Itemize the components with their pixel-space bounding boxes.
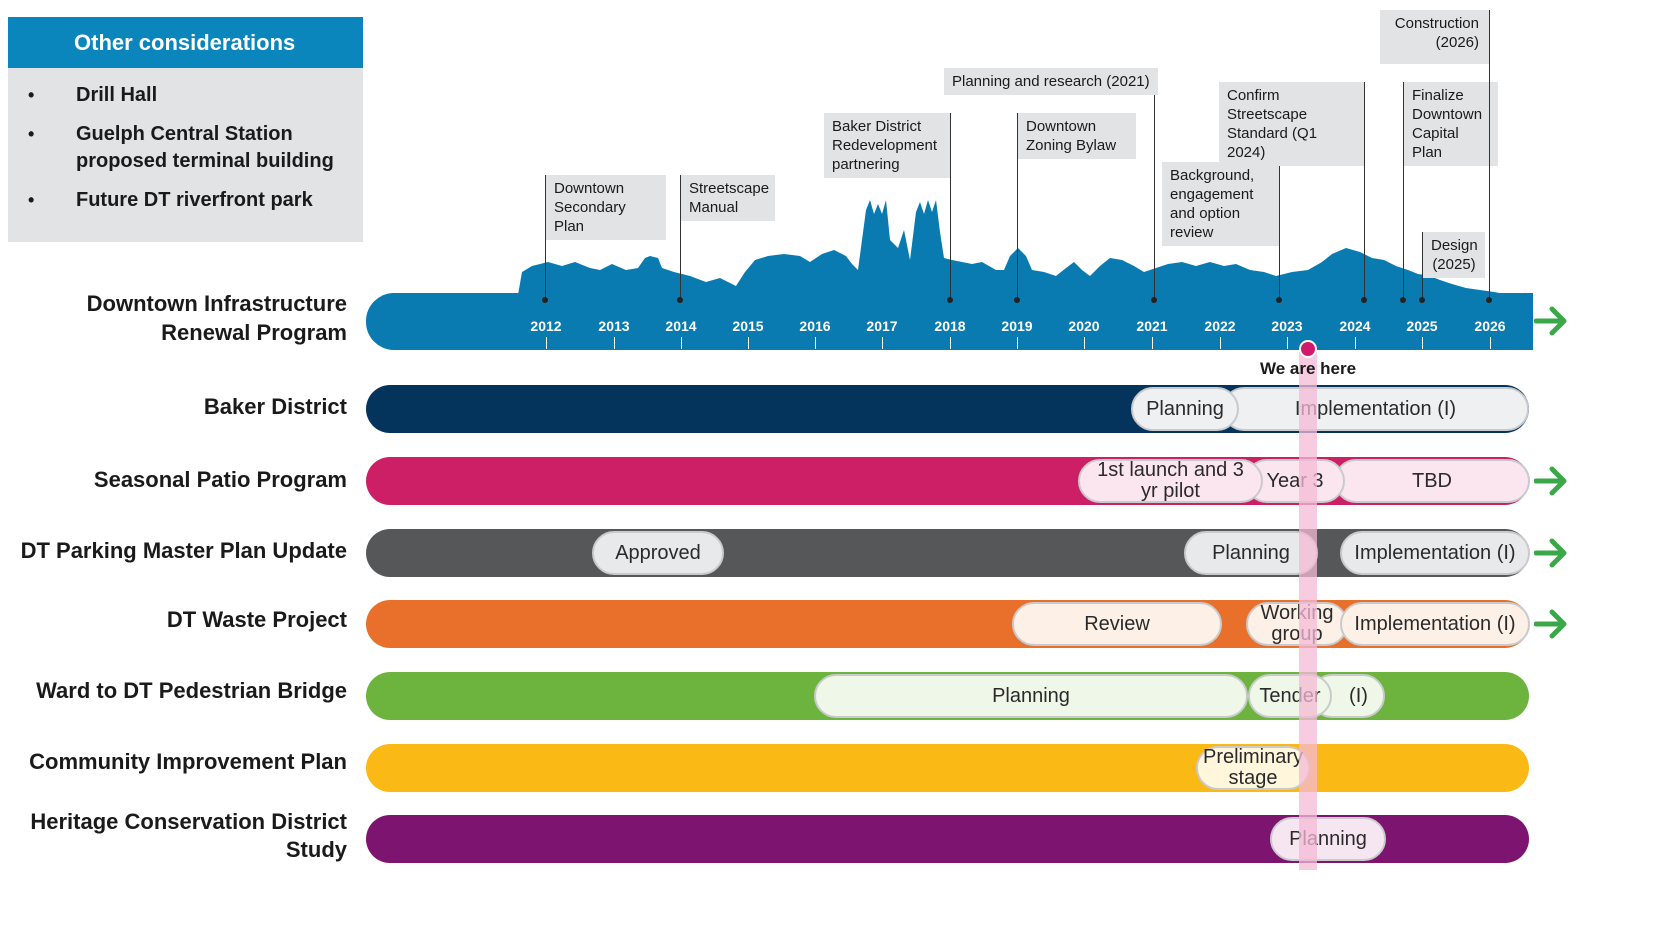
milestone-label: Streetscape Manual xyxy=(681,175,775,221)
year-tick xyxy=(681,337,682,349)
year-label: 2024 xyxy=(1339,318,1371,334)
row-label-heritage-district: Heritage Conservation District Study xyxy=(30,809,347,862)
milestone-line xyxy=(1017,113,1018,299)
row-label-seasonal-patio: Seasonal Patio Program xyxy=(93,467,347,492)
timeline-label: Downtown Infrastructure Renewal Program xyxy=(86,291,347,345)
milestone-label: Finalize Downtown Capital Plan xyxy=(1404,82,1498,166)
year-label: 2014 xyxy=(665,318,697,334)
we-are-here-label: We are here xyxy=(1259,359,1357,378)
year-tick xyxy=(748,337,749,349)
year-tick xyxy=(1422,337,1423,349)
year-tick xyxy=(1490,337,1491,349)
program-bar-community-improvement xyxy=(366,744,1529,792)
year-tick xyxy=(815,337,816,349)
year-label: 2023 xyxy=(1271,318,1303,334)
milestone-line xyxy=(950,113,951,299)
year-label: 2025 xyxy=(1406,318,1438,334)
phase-tender: Tender xyxy=(1248,674,1332,718)
milestone-label: Downtown Zoning Bylaw xyxy=(1018,113,1136,159)
milestone-label: Construction (2026) xyxy=(1380,10,1489,64)
phase-pilot: 1st launch and 3 yr pilot xyxy=(1078,459,1263,503)
milestone-dot xyxy=(1151,297,1157,303)
right-arrow-icon xyxy=(1534,466,1567,496)
program-bar-parking-master-plan xyxy=(366,529,1529,577)
row-label-waste-project: DT Waste Project xyxy=(166,607,347,632)
milestone-line xyxy=(1279,162,1280,299)
other-considerations-title: Other considerations xyxy=(8,17,363,68)
year-label: 2012 xyxy=(530,318,562,334)
phase-implementation: Implementation (I) xyxy=(1340,602,1530,646)
milestone-line xyxy=(680,175,681,299)
phase-planning: Planning xyxy=(814,674,1248,718)
phase-planning: Planning xyxy=(1184,531,1318,575)
milestone-label: Confirm Streetscape Standard (Q1 2024) xyxy=(1219,82,1364,166)
phase-planning: Planning xyxy=(1131,387,1239,431)
milestone-line xyxy=(1154,68,1155,299)
milestone-dot xyxy=(947,297,953,303)
other-considerations-list: Drill Hall Guelph Central Station propos… xyxy=(8,68,363,214)
year-tick xyxy=(614,337,615,349)
milestone-label: Planning and research (2021) xyxy=(944,68,1158,95)
milestone-dot xyxy=(1486,297,1492,303)
row-label-community-improvement: Community Improvement Plan xyxy=(29,749,347,774)
milestone-label: Background, engagement and option review xyxy=(1162,162,1279,246)
we-are-here-line xyxy=(1299,350,1317,870)
phase-review: Review xyxy=(1012,602,1222,646)
year-label: 2015 xyxy=(732,318,764,334)
milestone-dot xyxy=(1014,297,1020,303)
milestone-line xyxy=(1489,10,1490,299)
milestone-label: Design (2025) xyxy=(1423,232,1485,278)
year-label: 2013 xyxy=(598,318,630,334)
year-tick xyxy=(950,337,951,349)
consideration-item: Drill Hall xyxy=(8,82,363,109)
consideration-item: Guelph Central Station proposed terminal… xyxy=(8,121,363,175)
phase-planning: Planning xyxy=(1270,817,1386,861)
milestone-dot xyxy=(1361,297,1367,303)
phase-preliminary: Preliminary stage xyxy=(1196,746,1310,790)
year-tick xyxy=(1220,337,1221,349)
phase-working-group: Working group xyxy=(1246,602,1348,646)
year-tick xyxy=(1152,337,1153,349)
milestone-dot xyxy=(1276,297,1282,303)
we-are-here-dot xyxy=(1299,340,1317,358)
year-label: 2018 xyxy=(934,318,966,334)
milestone-line xyxy=(1403,82,1404,299)
row-label-baker-district: Baker District xyxy=(203,394,347,419)
year-label: 2022 xyxy=(1204,318,1236,334)
milestone-dot xyxy=(677,297,683,303)
milestone-line xyxy=(1364,82,1365,299)
milestone-line xyxy=(545,175,546,299)
other-considerations-panel: Other considerations Drill Hall Guelph C… xyxy=(8,17,363,242)
phase-implementation: Implementation (I) xyxy=(1222,387,1529,431)
year-tick xyxy=(882,337,883,349)
year-label: 2020 xyxy=(1068,318,1100,334)
year-label: 2016 xyxy=(799,318,831,334)
year-tick xyxy=(546,337,547,349)
year-label: 2026 xyxy=(1474,318,1506,334)
milestone-line xyxy=(1422,232,1423,299)
year-tick xyxy=(1355,337,1356,349)
phase-tbd: TBD xyxy=(1334,459,1530,503)
milestone-label: Downtown Secondary Plan xyxy=(546,175,666,240)
year-label: 2021 xyxy=(1136,318,1168,334)
year-label: 2019 xyxy=(1001,318,1033,334)
year-tick xyxy=(1287,337,1288,349)
year-tick xyxy=(1084,337,1085,349)
row-label-parking-master-plan: DT Parking Master Plan Update xyxy=(20,538,347,563)
phase-approved: Approved xyxy=(592,531,724,575)
milestone-dot xyxy=(1419,297,1425,303)
consideration-item: Future DT riverfront park xyxy=(8,187,363,214)
right-arrow-icon xyxy=(1534,609,1567,639)
right-arrow-icon xyxy=(1534,538,1567,568)
year-tick xyxy=(1017,337,1018,349)
phase-implementation: Implementation (I) xyxy=(1340,531,1530,575)
milestone-label: Baker District Redevelopment partnering xyxy=(824,113,950,178)
right-arrow-icon xyxy=(1534,306,1567,336)
milestone-dot xyxy=(1400,297,1406,303)
milestone-dot xyxy=(542,297,548,303)
year-label: 2017 xyxy=(866,318,898,334)
row-label-pedestrian-bridge: Ward to DT Pedestrian Bridge xyxy=(36,678,347,703)
